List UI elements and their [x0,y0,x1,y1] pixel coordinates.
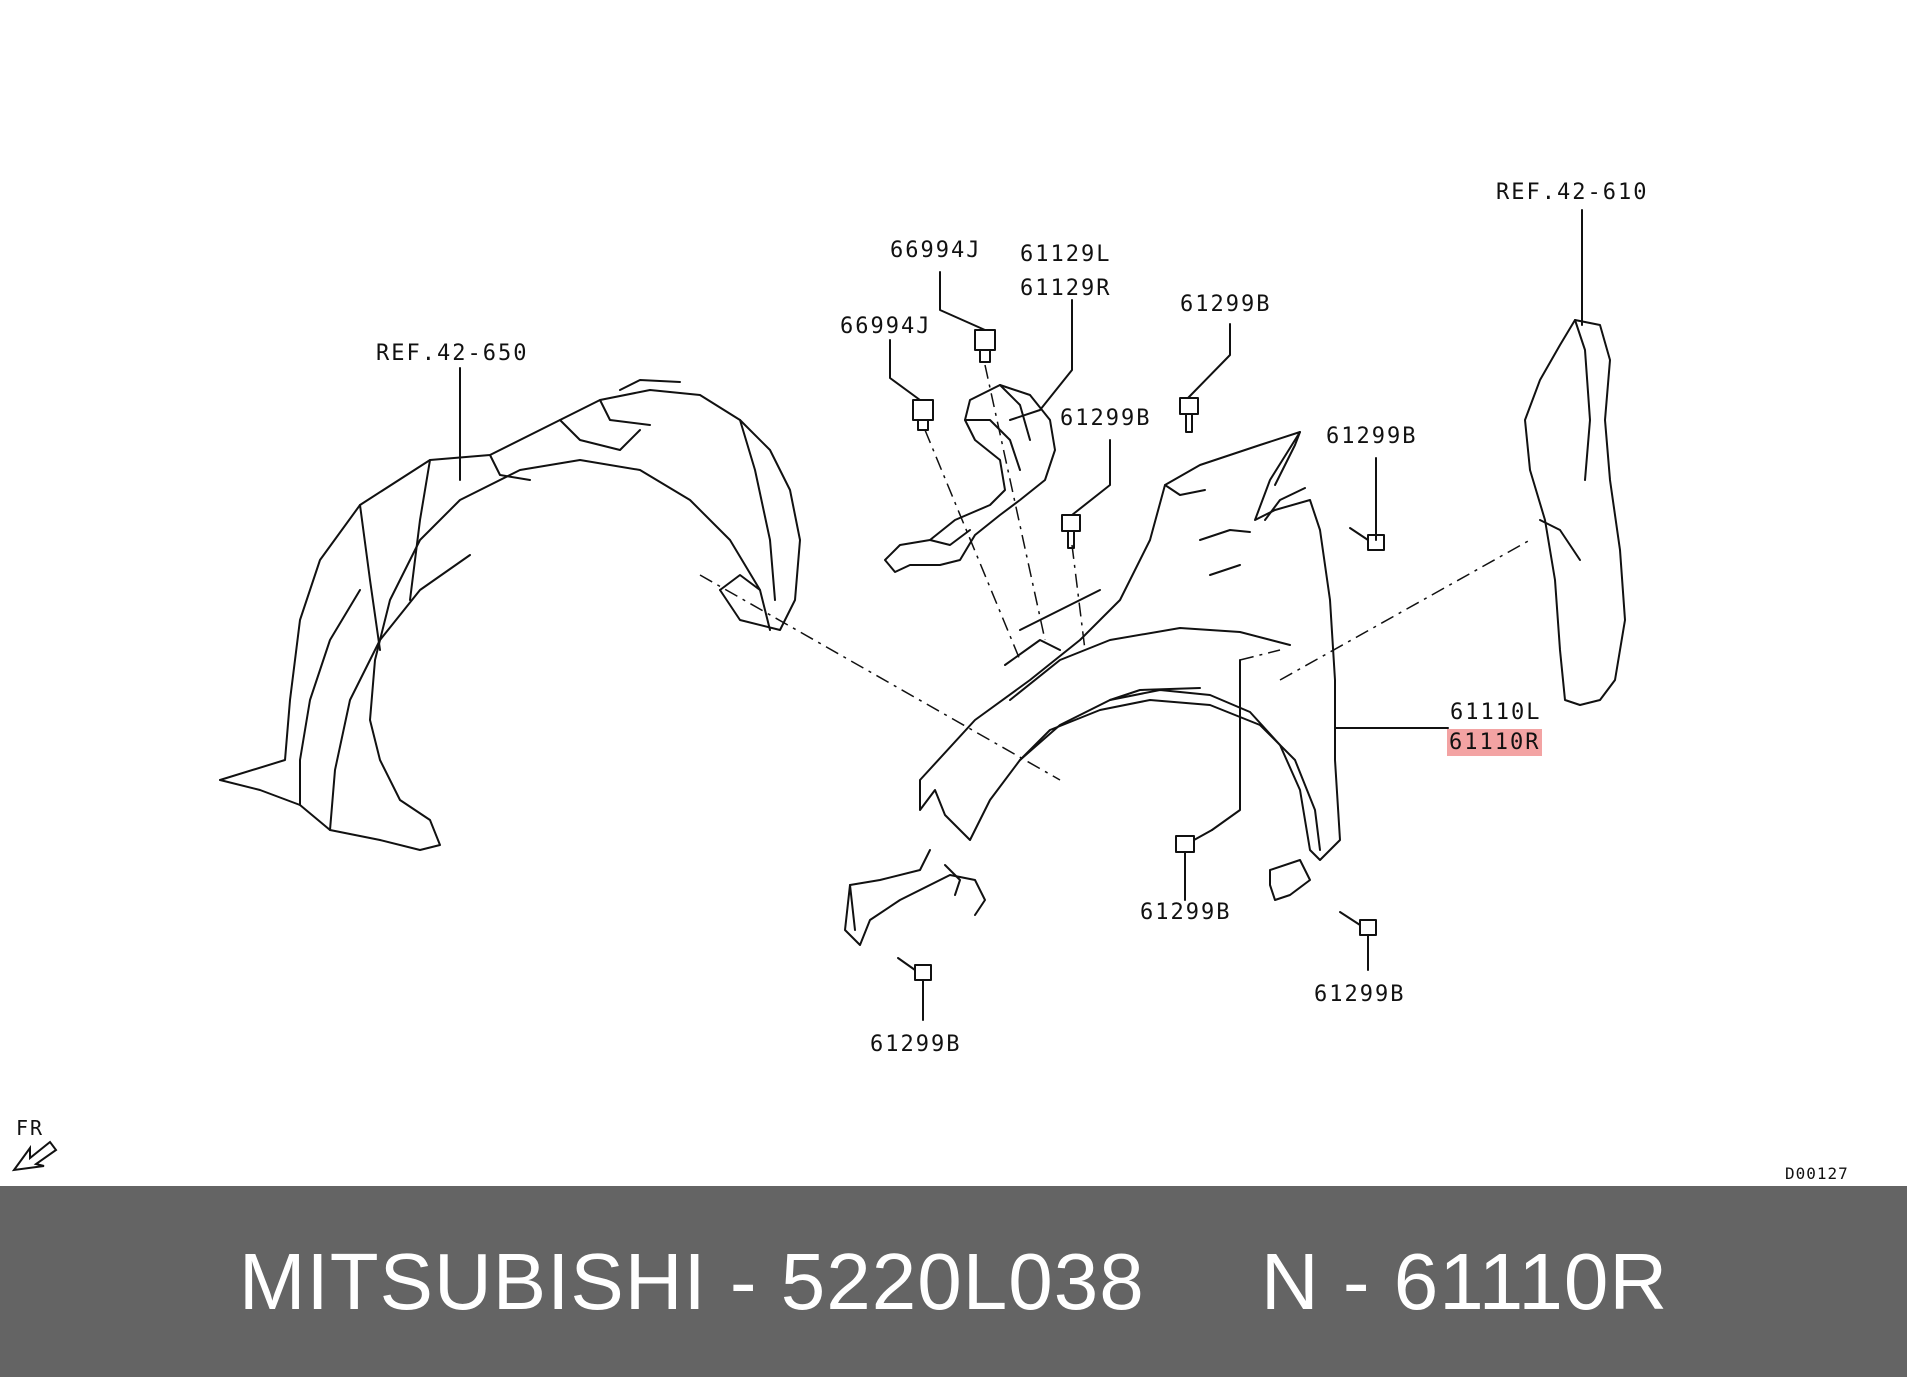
label-61129l: 61129L [1020,242,1112,267]
highlight-61110r: 61110R [1447,729,1543,756]
label-61129r: 61129R [1020,276,1112,301]
fender-drawing [844,431,1341,946]
label-61110l: 61110L [1450,700,1542,725]
bracket-drawing [884,384,1056,573]
parts-diagram: REF.42-650 REF.42-610 66994J 66994J 6112… [11,180,1849,1183]
label-61299b-right: 61299B [1326,424,1418,449]
label-66994j-top: 66994J [890,238,982,263]
drawing-code: D00127 [1785,1164,1849,1183]
label-ref-42-650: REF.42-650 [376,341,529,366]
footer-bar: MITSUBISHI - 5220L038 N - 61110R [0,1186,1907,1377]
label-61299b-bottom-right: 61299B [1314,982,1406,1007]
label-66994j-second: 66994J [840,314,932,339]
footer-part-number: MITSUBISHI - 5220L038 N - 61110R [238,1236,1669,1326]
diagram-drawing [11,209,1626,1172]
fr-arrow-icon [11,1140,58,1172]
label-61299b-middle: 61299B [1060,406,1152,431]
label-61299b-bottom-center: 61299B [1140,900,1232,925]
fender-liner-drawing [219,379,801,851]
label-61110r-highlighted: 61110R [1447,729,1543,756]
bolt-shapes [897,397,1385,981]
label-fr: FR [16,1116,45,1140]
label-61299b-top: 61299B [1180,292,1272,317]
label-61299b-bottom-left: 61299B [870,1032,962,1057]
clip-66994j-a [974,329,996,363]
splash-shield-drawing [1524,319,1626,706]
label-ref-42-610: REF.42-610 [1496,180,1649,205]
clip-66994j-b [912,399,934,431]
